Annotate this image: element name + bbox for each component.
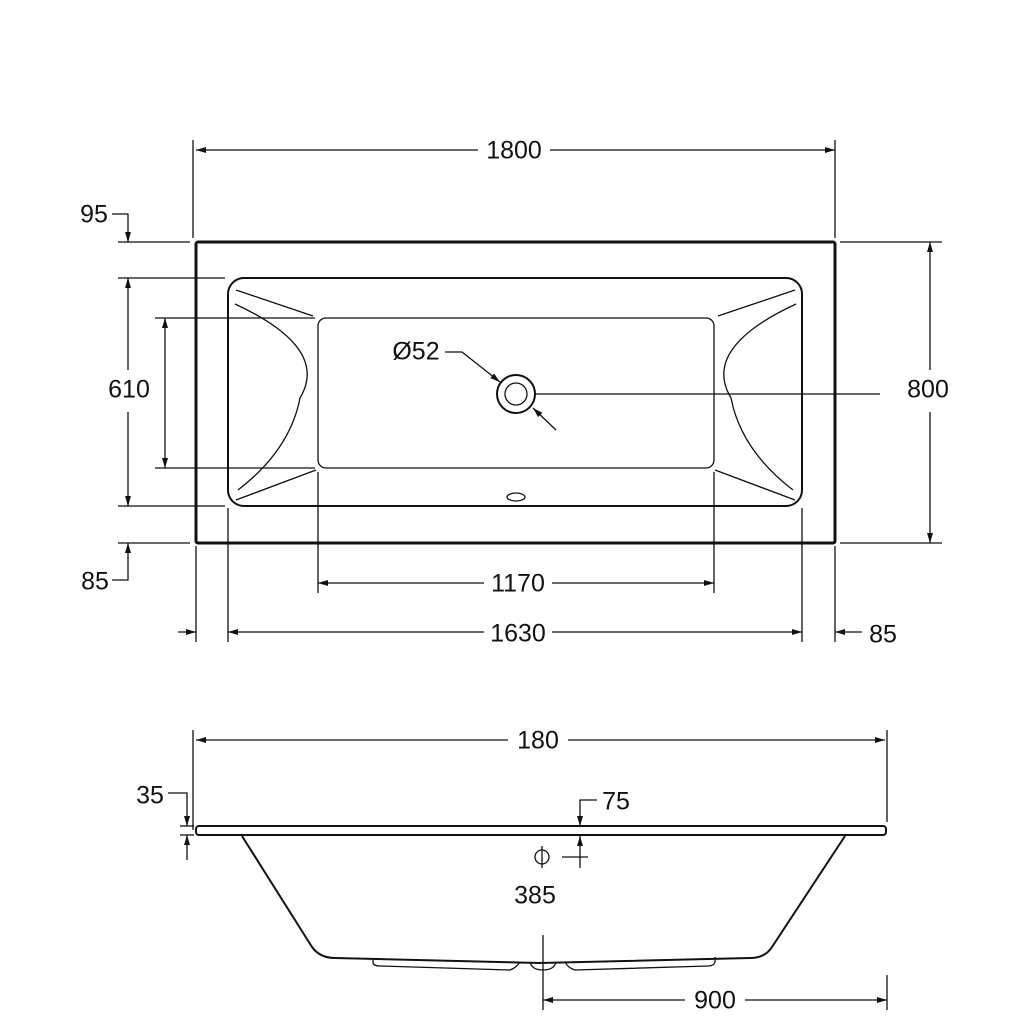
drain [496,374,536,414]
dim-inner-length: 1630 [490,620,546,648]
dim-overflow-offset: 75 [602,788,630,816]
overflow-slot [506,492,526,502]
dim-inner-width: 610 [108,376,150,404]
dim-rim-thickness: 35 [136,782,164,810]
side-body [241,835,846,965]
dim-side-length: 180 [517,727,559,755]
dim-drain-diameter: Ø52 [392,338,439,366]
right-foot [564,957,716,971]
dim-top-rim: 95 [80,201,108,229]
dim-overall-width: 800 [907,376,949,404]
left-backrest [234,289,317,501]
overflow-symbol [534,846,588,868]
inner-basin-edge [227,277,803,507]
dim-bottom-rim: 85 [81,568,109,596]
dim-floor-length: 1170 [491,570,545,598]
right-backrest [714,289,797,501]
left-foot [372,958,521,971]
basin-floor [317,317,715,469]
outer-rim [194,240,837,545]
side-rim [195,825,887,836]
dim-overflow-height: 385 [514,882,556,910]
dim-overall-length: 1800 [486,137,542,165]
dim-drain-offset: 900 [694,987,736,1015]
side-view: 180 35 75 385 900 [136,727,888,1015]
dim-end-rim: 85 [869,621,897,649]
top-view: 1800 95 610 85 800 Ø52 117 [80,137,949,649]
